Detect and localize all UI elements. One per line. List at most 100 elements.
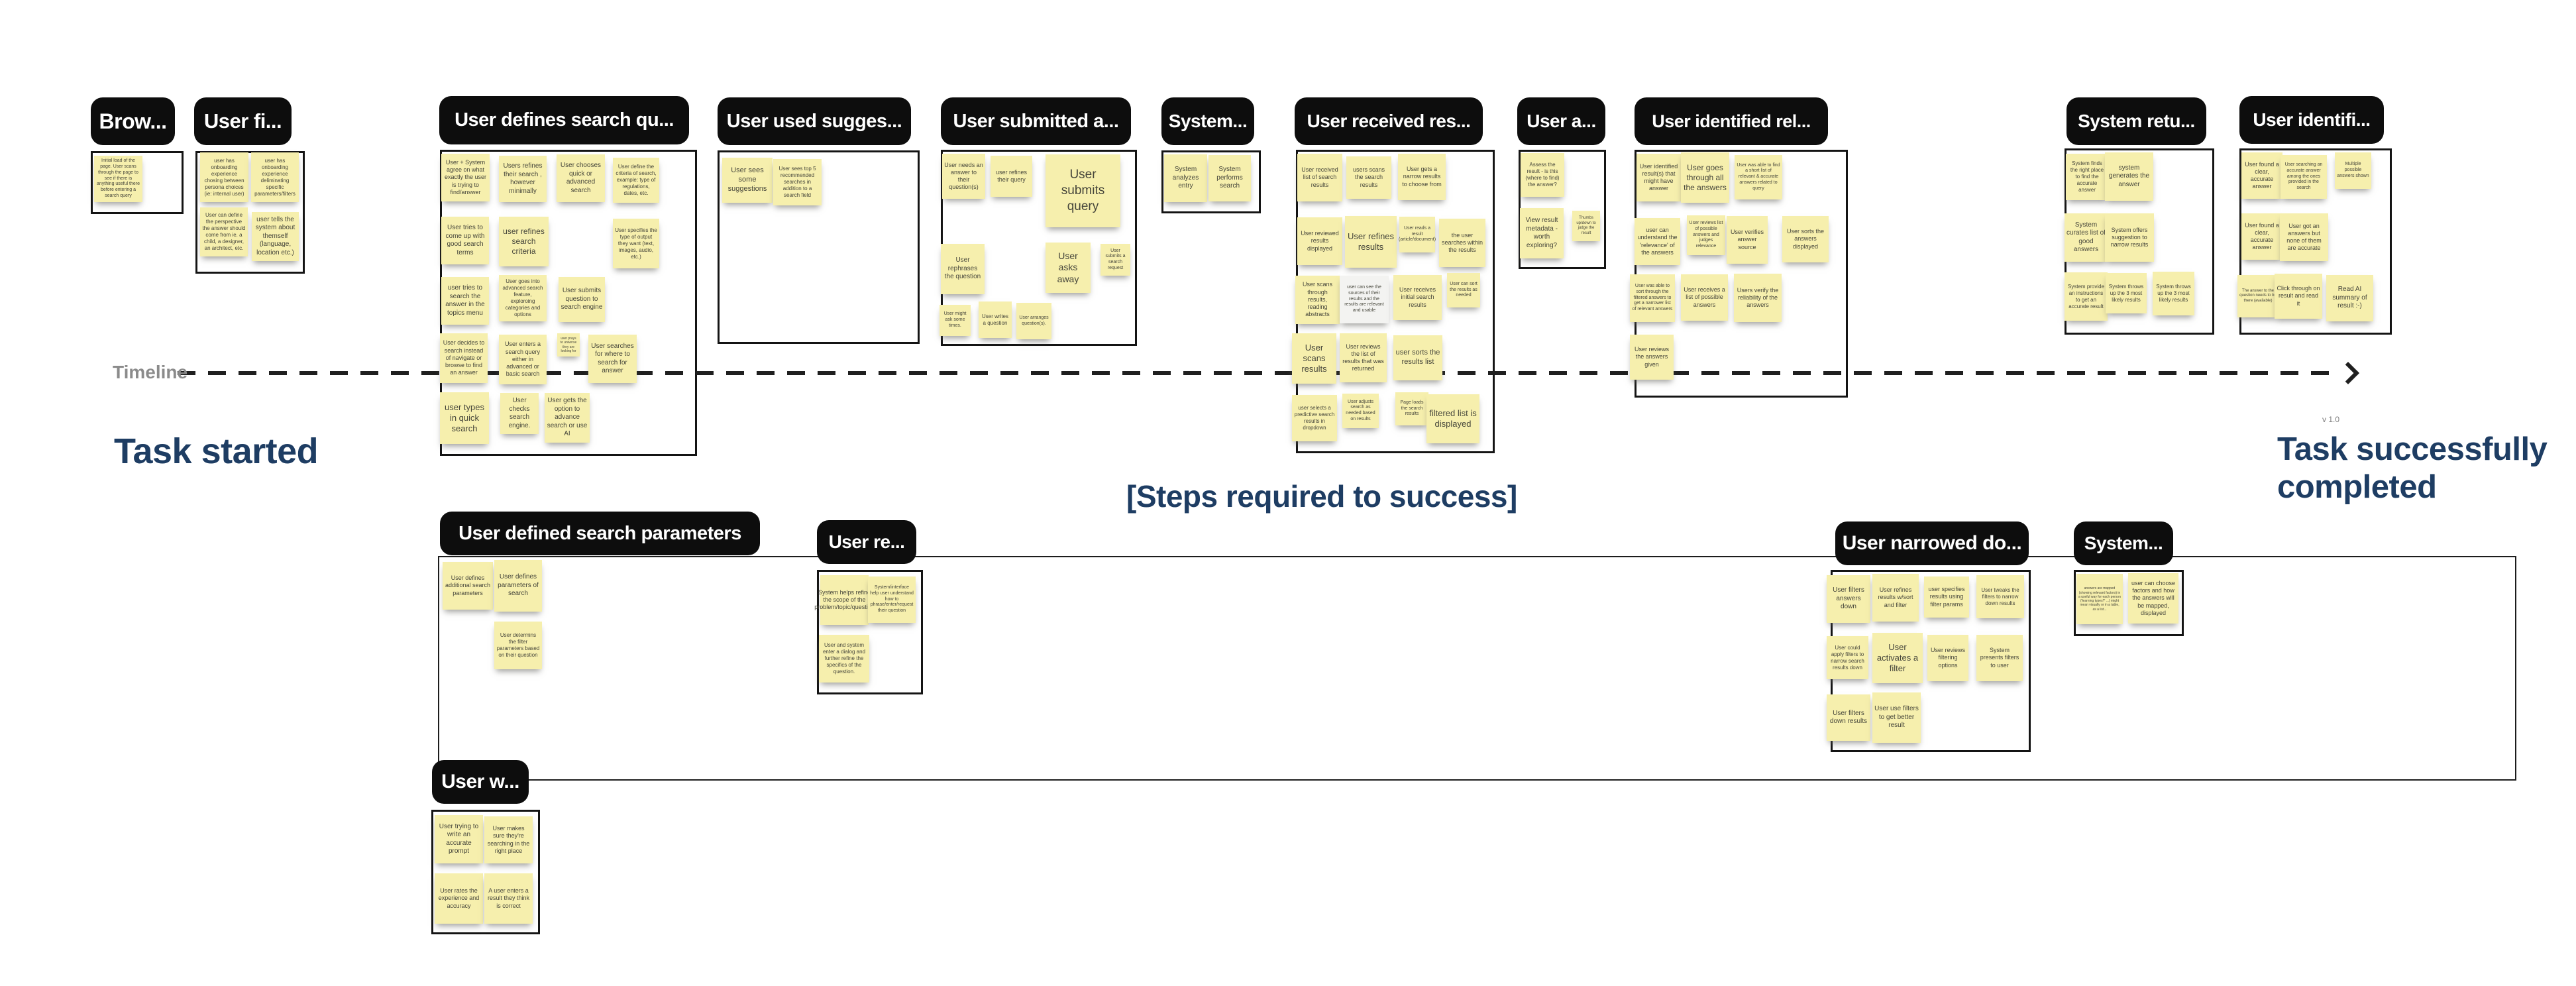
sticky-note[interactable]: Users verify the reliability of the answ… bbox=[1734, 274, 1782, 322]
cluster-pill[interactable]: System... bbox=[1161, 97, 1254, 145]
sticky-note[interactable]: User gets the option to advance search o… bbox=[545, 393, 590, 443]
sticky-note[interactable]: User receives a list of possible answers bbox=[1681, 274, 1728, 321]
sticky-note[interactable]: User verifies answer source bbox=[1727, 216, 1768, 264]
sticky-note[interactable]: User writes a question bbox=[979, 301, 1012, 338]
sticky-note[interactable]: user types in quick search bbox=[440, 392, 489, 444]
sticky-note[interactable]: System/interface help user understand ho… bbox=[868, 576, 916, 623]
sticky-note[interactable]: user has onboarding experience chosing b… bbox=[200, 152, 248, 202]
sticky-note[interactable]: Read AI summary of result :-) bbox=[2326, 275, 2373, 321]
cluster-pill[interactable]: Brow... bbox=[91, 97, 175, 145]
sticky-note[interactable]: User needs an answer to their question(s… bbox=[942, 154, 985, 199]
sticky-note[interactable]: User receives initial search results bbox=[1393, 275, 1442, 320]
sticky-note[interactable]: User was able to find a short list of re… bbox=[1735, 155, 1782, 199]
sticky-note[interactable]: User might ask some times. bbox=[939, 305, 971, 336]
sticky-note[interactable]: filtered list is displayed bbox=[1426, 394, 1479, 443]
sticky-note[interactable]: user tries to search the answer in the t… bbox=[441, 277, 489, 325]
sticky-note[interactable]: Click through on result and read it bbox=[2275, 274, 2322, 319]
cluster-pill[interactable]: User re... bbox=[817, 520, 916, 564]
sticky-note[interactable]: user can understand the 'relevance' of t… bbox=[1635, 218, 1680, 265]
cluster-pill[interactable]: User defines search qu... bbox=[439, 96, 689, 144]
sticky-note[interactable]: User searching an accurate answer among … bbox=[2281, 155, 2327, 199]
cluster-pill[interactable]: System retu... bbox=[2066, 97, 2206, 145]
sticky-note[interactable]: User defines additional search parameter… bbox=[443, 562, 493, 610]
sticky-note[interactable]: User reviews the answers given bbox=[1630, 335, 1674, 380]
sticky-note[interactable]: the user searches within the results bbox=[1439, 219, 1485, 267]
cluster-pill[interactable]: User used sugges... bbox=[718, 97, 911, 145]
sticky-note[interactable]: User reviews filtering options bbox=[1927, 635, 1968, 681]
sticky-note[interactable]: User refines results w/sort and filter bbox=[1872, 574, 1919, 622]
sticky-note[interactable]: user sorts the results list bbox=[1393, 335, 1442, 380]
sticky-note[interactable]: User arranges question(s). bbox=[1016, 303, 1051, 339]
sticky-note[interactable]: System finds the right place to find the… bbox=[2066, 154, 2108, 200]
sticky-note[interactable]: Assess the result - is this (where to fi… bbox=[1521, 153, 1564, 197]
sticky-note[interactable]: User asks away bbox=[1046, 243, 1091, 293]
sticky-note[interactable]: User submits query bbox=[1046, 154, 1120, 227]
sticky-note[interactable]: system generates the answer bbox=[2105, 152, 2153, 201]
sticky-note[interactable]: User tries to come up with good search t… bbox=[441, 217, 489, 264]
timeline-dashed-line[interactable] bbox=[178, 371, 2341, 375]
sticky-note[interactable]: user specifies results using filter para… bbox=[1924, 576, 1969, 618]
sticky-note[interactable]: User + System agree on what exactly the … bbox=[441, 154, 490, 201]
sticky-note[interactable]: User specifies the type of output they w… bbox=[613, 219, 659, 268]
sticky-note[interactable]: Page loads the search results bbox=[1395, 392, 1428, 425]
sticky-note[interactable]: User tweaks the filters to narrow down r… bbox=[1976, 575, 2024, 618]
sticky-note[interactable]: users scans the search results bbox=[1346, 156, 1391, 199]
sticky-note[interactable]: Users refines their search , however min… bbox=[499, 156, 547, 202]
sticky-note[interactable]: System provide an instructions to get an… bbox=[2065, 272, 2108, 321]
sticky-note[interactable]: User sees top 5 recommended searches in … bbox=[773, 159, 822, 205]
sticky-note[interactable]: View result metadata - worth exploring? bbox=[1520, 208, 1564, 258]
sticky-note[interactable]: user has onboarding experience deliminat… bbox=[251, 152, 299, 202]
sticky-note[interactable]: System helps refine the scope of the pro… bbox=[814, 575, 875, 625]
sticky-note[interactable]: User received list of search results bbox=[1297, 154, 1342, 201]
sticky-note[interactable]: User enters a search query either in adv… bbox=[499, 335, 547, 384]
sticky-note[interactable]: User refines results bbox=[1345, 216, 1397, 268]
cluster-pill[interactable]: User w... bbox=[432, 760, 529, 804]
sticky-note[interactable]: The answer to the question needs to be t… bbox=[2237, 275, 2279, 317]
sticky-note[interactable]: User sorts the answers displayed bbox=[1782, 216, 1829, 262]
sticky-note[interactable]: User submits question to search engine bbox=[559, 277, 605, 322]
sticky-note[interactable]: User gets a narrow results to choose fro… bbox=[1398, 154, 1446, 200]
sticky-note[interactable]: User chooses quick or advanced search bbox=[557, 154, 605, 202]
sticky-note[interactable]: User submits a search request bbox=[1100, 244, 1130, 276]
sticky-note[interactable]: User rephrases the question bbox=[941, 244, 985, 294]
sticky-note[interactable]: user can see the sources of their result… bbox=[1340, 276, 1389, 323]
sticky-note[interactable]: Thumbs up/down to judge the result bbox=[1572, 211, 1600, 241]
sticky-note[interactable]: Initial load of the page. User scans thr… bbox=[94, 156, 142, 202]
task-started-label[interactable]: Task started bbox=[114, 431, 319, 471]
sticky-note[interactable]: User can define the perspective the answ… bbox=[200, 207, 248, 256]
sticky-note[interactable]: User was able to sort through the filter… bbox=[1630, 274, 1675, 322]
cluster-pill[interactable]: User received res... bbox=[1295, 97, 1483, 145]
steps-required-label[interactable]: [Steps required to success] bbox=[1126, 479, 1517, 514]
cluster-pill[interactable]: User identifi... bbox=[2239, 96, 2384, 144]
sticky-note[interactable]: A user enters a result they think is cor… bbox=[484, 873, 533, 924]
sticky-note[interactable]: User can sort the results as needed bbox=[1447, 273, 1480, 307]
sticky-note[interactable]: System curates list of good answers bbox=[2065, 213, 2108, 262]
sticky-note[interactable]: User activates a filter bbox=[1872, 633, 1923, 683]
sticky-note[interactable]: User checks search engine. bbox=[500, 393, 539, 434]
sticky-note[interactable]: System performs search bbox=[1208, 155, 1251, 201]
sticky-note[interactable]: User and system enter a dialog and furth… bbox=[819, 635, 869, 683]
sticky-note[interactable]: System analyzes entry bbox=[1164, 154, 1207, 202]
sticky-note[interactable]: System throws up the 3 most likely resul… bbox=[2153, 272, 2194, 315]
sticky-note[interactable]: User reviews the list of results that wa… bbox=[1340, 333, 1387, 382]
sticky-note[interactable]: user tells the system about themself (la… bbox=[252, 212, 299, 261]
sticky-note[interactable]: System throws up the 3 most likely resul… bbox=[2106, 273, 2147, 313]
cluster-pill[interactable]: User fi... bbox=[194, 97, 292, 145]
cluster-pill[interactable]: System... bbox=[2074, 521, 2173, 565]
sticky-note[interactable]: user selects a predictive search results… bbox=[1292, 395, 1337, 441]
sticky-note[interactable]: User use filters to get better result bbox=[1872, 692, 1921, 743]
sticky-note[interactable]: User makes sure they're searching in the… bbox=[484, 816, 533, 863]
sticky-note[interactable]: System offers suggestion to narrow resul… bbox=[2105, 213, 2154, 262]
sticky-note[interactable]: User decides to search instead of naviga… bbox=[440, 333, 488, 383]
cluster-pill[interactable]: User defined search parameters bbox=[440, 512, 760, 555]
sticky-note[interactable]: User define the criteria of search, exam… bbox=[613, 158, 659, 203]
sticky-note[interactable]: user refines search criteria bbox=[499, 217, 549, 266]
sticky-note[interactable]: Multiple possible answers shown bbox=[2335, 152, 2371, 189]
sticky-note[interactable]: User defines parameters of search bbox=[494, 560, 542, 612]
sticky-note[interactable]: User filters answers down bbox=[1827, 575, 1870, 623]
sticky-note[interactable]: User determins the filter parameters bas… bbox=[494, 622, 542, 669]
sticky-note[interactable]: User scans through results, reading abst… bbox=[1295, 276, 1340, 324]
sticky-note[interactable]: User found a clear, accurate answer bbox=[2241, 213, 2282, 260]
sticky-note[interactable]: User sees some suggestions bbox=[722, 158, 773, 203]
sticky-note[interactable]: answers are mapped (showing relevant fac… bbox=[2076, 574, 2123, 624]
